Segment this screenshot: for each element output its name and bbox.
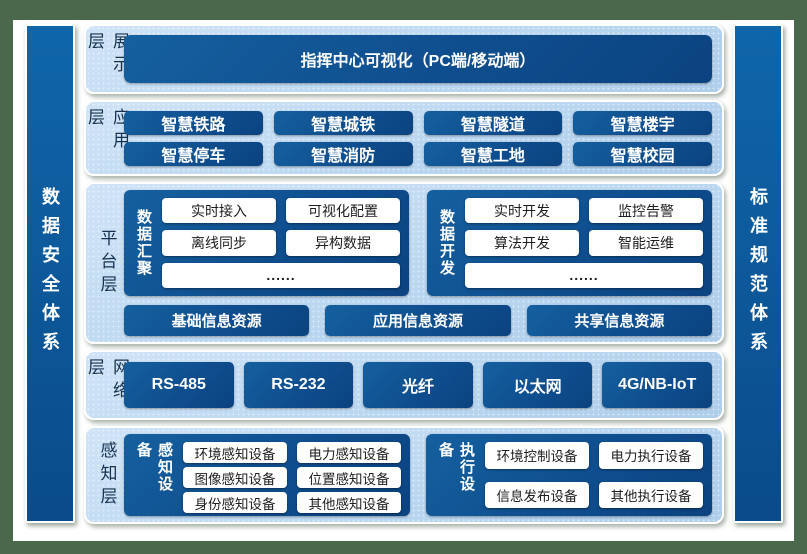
net-box-ethernet: 以太网 [482, 362, 593, 408]
app-box-smart-site: 智慧工地 [423, 142, 563, 166]
data-aggregation-label: 数据汇聚 [135, 209, 152, 277]
dev-box-more: ...... [465, 262, 703, 288]
sense-box-environment: 环境感知设备 [183, 442, 287, 463]
net-box-fiber: 光纤 [363, 362, 473, 408]
sense-box-location: 位置感知设备 [297, 467, 401, 488]
sense-box-power: 电力感知设备 [297, 442, 401, 463]
exec-box-other-exec: 其他执行设备 [599, 481, 703, 508]
app-box-smart-railway: 智慧铁路 [124, 111, 263, 135]
dev-box-realtime-dev: 实时开发 [465, 198, 579, 224]
agg-box-realtime-access: 实时接入 [162, 198, 276, 224]
perception-layer-panel: 感知层 感知设备 环境感知设备 电力感知设备 图像感知设备 位置感知设备 身份感… [84, 426, 724, 524]
app-box-smart-campus: 智慧校园 [573, 142, 712, 166]
dev-box-monitor-alert: 监控告警 [589, 198, 703, 224]
sensing-devices-label: 感知设备 [135, 442, 173, 493]
display-layer-panel: 展示层 指挥中心可视化（PC端/移动端） [84, 24, 724, 94]
exec-box-env-control: 环境控制设备 [485, 442, 589, 469]
command-center-box: 指挥中心可视化（PC端/移动端） [124, 35, 712, 83]
platform-layer-panel: 平台层 数据汇聚 实时接入 可视化配置 离线同步 异构数据 ...... 数据开… [84, 182, 724, 344]
net-box-rs232: RS-232 [243, 362, 354, 408]
sensing-devices-group: 感知设备 环境感知设备 电力感知设备 图像感知设备 位置感知设备 身份感知设备 … [124, 434, 410, 516]
resource-box-shared-info: 共享信息资源 [526, 305, 712, 336]
sense-box-identity: 身份感知设备 [183, 492, 287, 513]
standards-bar: 标准规范体系 [733, 24, 783, 523]
app-box-smart-metro: 智慧城铁 [273, 111, 413, 135]
dev-box-smart-ops: 智能运维 [589, 230, 703, 256]
exec-box-power-exec: 电力执行设备 [599, 442, 703, 469]
display-layer-label: 展示层 [85, 32, 129, 78]
network-layer-label: 网络层 [85, 358, 129, 404]
application-layer-label: 应用层 [85, 108, 129, 154]
execution-devices-group: 执行设备 环境控制设备 电力执行设备 信息发布设备 其他执行设备 [426, 434, 712, 516]
application-layer-panel: 应用层 智慧铁路 智慧城铁 智慧隧道 智慧楼宇 智慧停车 智慧消防 智慧工地 智… [84, 100, 724, 176]
exec-box-info-publish: 信息发布设备 [485, 481, 589, 508]
standards-bar-label: 标准规范体系 [748, 186, 768, 361]
app-box-smart-building: 智慧楼宇 [573, 111, 712, 135]
execution-devices-label: 执行设备 [437, 442, 475, 493]
app-box-smart-tunnel: 智慧隧道 [423, 111, 563, 135]
resource-box-app-info: 应用信息资源 [325, 305, 511, 336]
agg-box-visual-config: 可视化配置 [286, 198, 400, 224]
data-security-bar-label: 数据安全体系 [40, 186, 60, 361]
platform-layer-label: 平台层 [97, 228, 117, 298]
network-layer-panel: 网络层 RS-485 RS-232 光纤 以太网 4G/NB-IoT [84, 350, 724, 420]
net-box-4g-nbiot: 4G/NB-IoT [602, 362, 712, 408]
agg-box-more: ...... [162, 262, 400, 288]
net-box-rs485: RS-485 [124, 362, 234, 408]
sense-box-image: 图像感知设备 [183, 467, 287, 488]
app-box-smart-parking: 智慧停车 [124, 142, 263, 166]
data-aggregation-group: 数据汇聚 实时接入 可视化配置 离线同步 异构数据 ...... [124, 190, 409, 296]
app-box-smart-fire: 智慧消防 [273, 142, 413, 166]
agg-box-heterogeneous-data: 异构数据 [286, 230, 400, 256]
data-security-bar: 数据安全体系 [25, 24, 75, 523]
data-development-group: 数据开发 实时开发 监控告警 算法开发 智能运维 ...... [427, 190, 712, 296]
layers-column: 展示层 指挥中心可视化（PC端/移动端） 应用层 智慧铁路 智慧城铁 智慧隧道 … [84, 24, 724, 524]
perception-layer-label: 感知层 [97, 440, 117, 510]
dev-box-algorithm-dev: 算法开发 [465, 230, 579, 256]
resource-box-basic-info: 基础信息资源 [124, 305, 310, 336]
data-development-label: 数据开发 [438, 209, 455, 277]
agg-box-offline-sync: 离线同步 [162, 230, 276, 256]
sense-box-other: 其他感知设备 [297, 492, 401, 513]
